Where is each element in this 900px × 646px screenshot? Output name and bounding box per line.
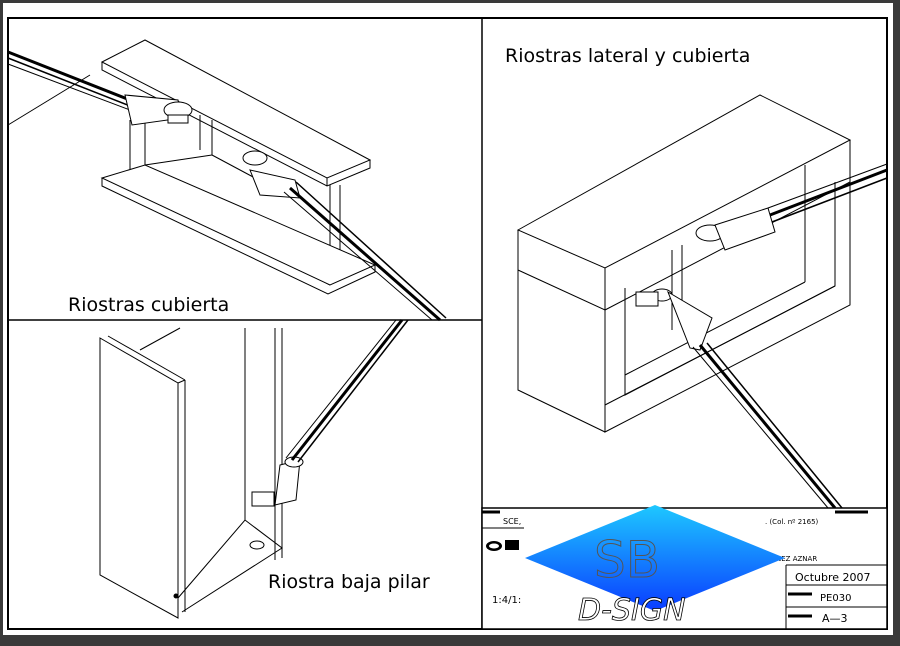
design-logo: SB D-SIGN xyxy=(525,505,785,628)
view-riostras-lateral-cubierta xyxy=(516,94,888,509)
title-field-author: ÑANEZ AZNAR xyxy=(766,554,817,563)
title-field-col: . (Col. nº 2165) xyxy=(765,518,819,526)
view-riostra-baja-pilar xyxy=(99,319,409,619)
title-field-sce: SCE, xyxy=(503,517,521,526)
title-field-sheet: A—3 xyxy=(822,612,848,625)
caption-riostra-baja-pilar: Riostra baja pilar xyxy=(268,571,430,593)
title-field-scale: 1:4/1: xyxy=(492,595,521,606)
title-field-date: Octubre 2007 xyxy=(795,571,871,584)
title-field-code: PE030 xyxy=(820,593,851,604)
caption-riostras-cubierta: Riostras cubierta xyxy=(68,294,229,316)
drawing-border xyxy=(7,17,888,630)
logo-wordmark: D-SIGN xyxy=(578,593,686,628)
logo-mark: SB xyxy=(594,531,660,589)
caption-riostras-lateral-cubierta: Riostras lateral y cubierta xyxy=(505,45,750,67)
company-mark-icon xyxy=(486,540,519,551)
view-riostras-cubierta xyxy=(7,39,447,322)
